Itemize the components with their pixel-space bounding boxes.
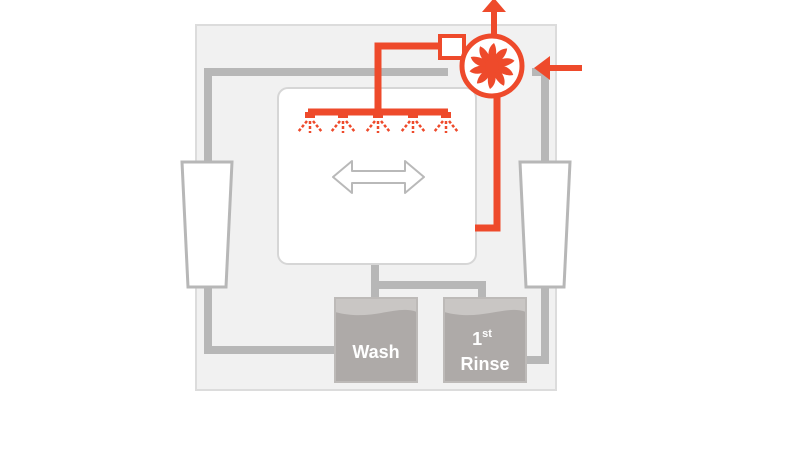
right-filter [518, 160, 572, 289]
double-arrow-icon [332, 160, 425, 194]
arrow-left-icon [534, 56, 582, 80]
fan-icon [459, 33, 525, 99]
rinse-tank-number: 1st [472, 328, 492, 349]
wash-tank: Wash [334, 297, 418, 383]
left-filter [180, 160, 234, 289]
rinse-tank: 1st Rinse [443, 297, 527, 383]
spray-nozzle [330, 112, 356, 133]
spray-nozzle [297, 112, 323, 133]
arrow-up-icon [482, 0, 506, 34]
drain-pipe [371, 265, 486, 300]
rinse-tank-label: Rinse [460, 354, 509, 374]
wash-tank-label: Wash [352, 342, 399, 362]
spray-nozzle [433, 112, 459, 133]
rinse-tank-prefix: 1 [472, 329, 482, 349]
spray-nozzle [365, 112, 391, 133]
rinse-tank-superscript: st [482, 328, 492, 340]
supply-riser [374, 42, 448, 112]
supply-pipe-to-manifold [475, 92, 501, 232]
spray-nozzles [297, 112, 459, 133]
pump-housing [438, 34, 466, 60]
spray-nozzle [400, 112, 426, 133]
